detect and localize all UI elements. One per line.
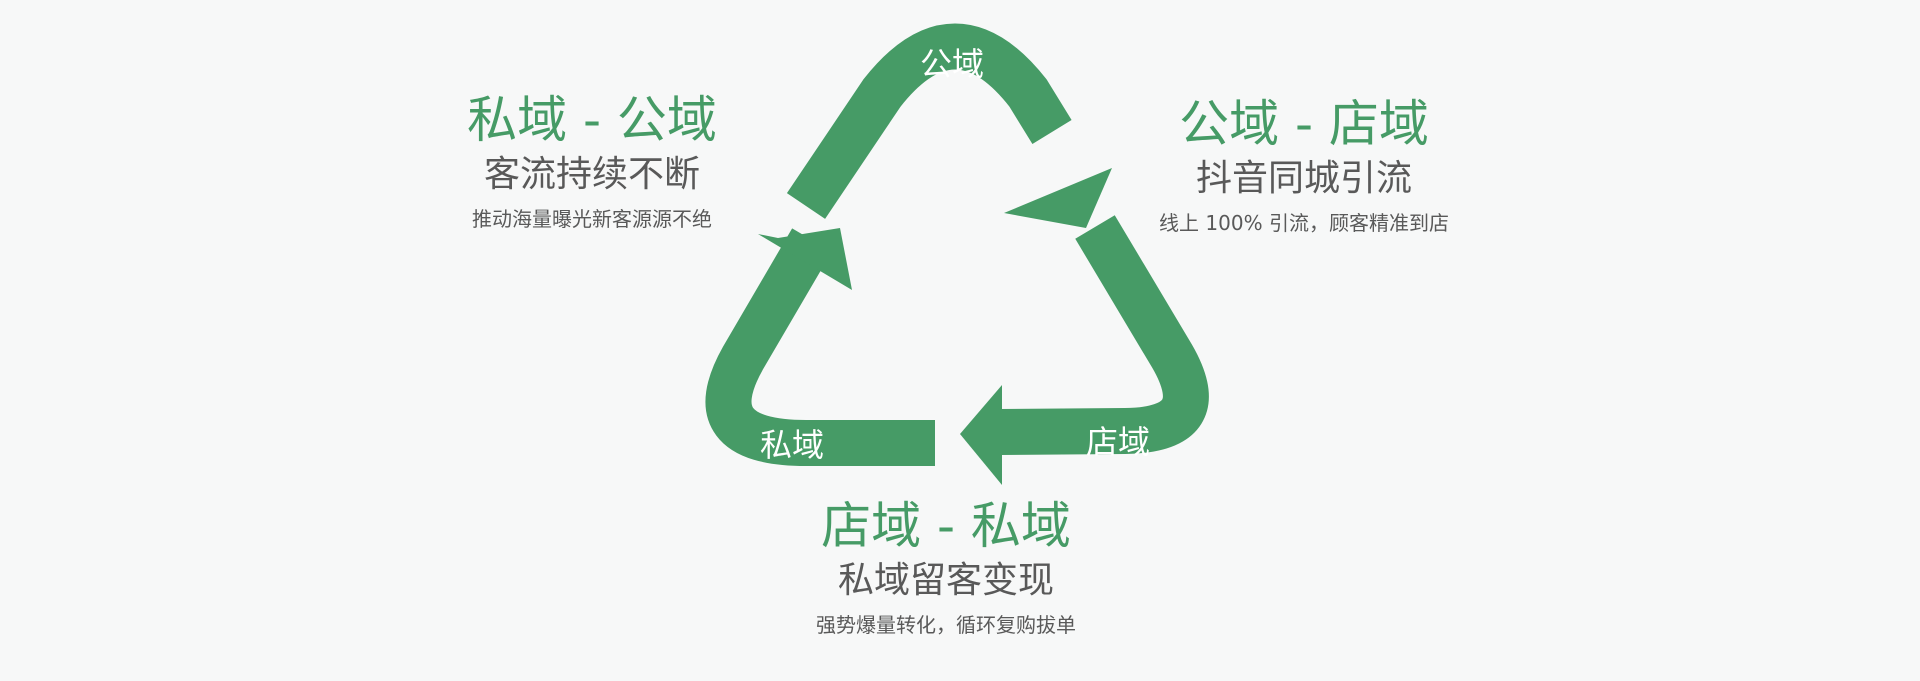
arrow-label-right: 店域 <box>1086 423 1150 461</box>
block-private-to-public: 私域 - 公域 客流持续不断 推动海量曝光新客源源不绝 <box>392 90 792 234</box>
block-subtitle: 客流持续不断 <box>483 154 700 195</box>
arrow-right: 店域 <box>960 215 1209 485</box>
block-title: 私域 - 公域 <box>467 91 717 149</box>
block-store-to-private: 店域 - 私域 私域留客变现 强势爆量转化，循环复购拔单 <box>746 496 1146 640</box>
arrow-label-top: 公域 <box>920 45 984 83</box>
block-subtitle: 私域留客变现 <box>837 560 1054 601</box>
block-title: 店域 - 私域 <box>821 497 1071 555</box>
arrow-left: 私域 <box>705 228 935 466</box>
arrow-label-left: 私域 <box>760 426 824 464</box>
block-description: 线上 100% 引流，顾客精准到店 <box>1159 211 1449 235</box>
block-public-to-store: 公域 - 店域 抖音同城引流 线上 100% 引流，顾客精准到店 <box>1104 94 1504 238</box>
block-description: 强势爆量转化，循环复购拔单 <box>816 613 1076 637</box>
block-description: 推动海量曝光新客源源不绝 <box>472 207 712 231</box>
block-title: 公域 - 店域 <box>1179 95 1429 153</box>
block-subtitle: 抖音同城引流 <box>1195 158 1412 199</box>
arrow-top: 公域 <box>786 23 1112 228</box>
